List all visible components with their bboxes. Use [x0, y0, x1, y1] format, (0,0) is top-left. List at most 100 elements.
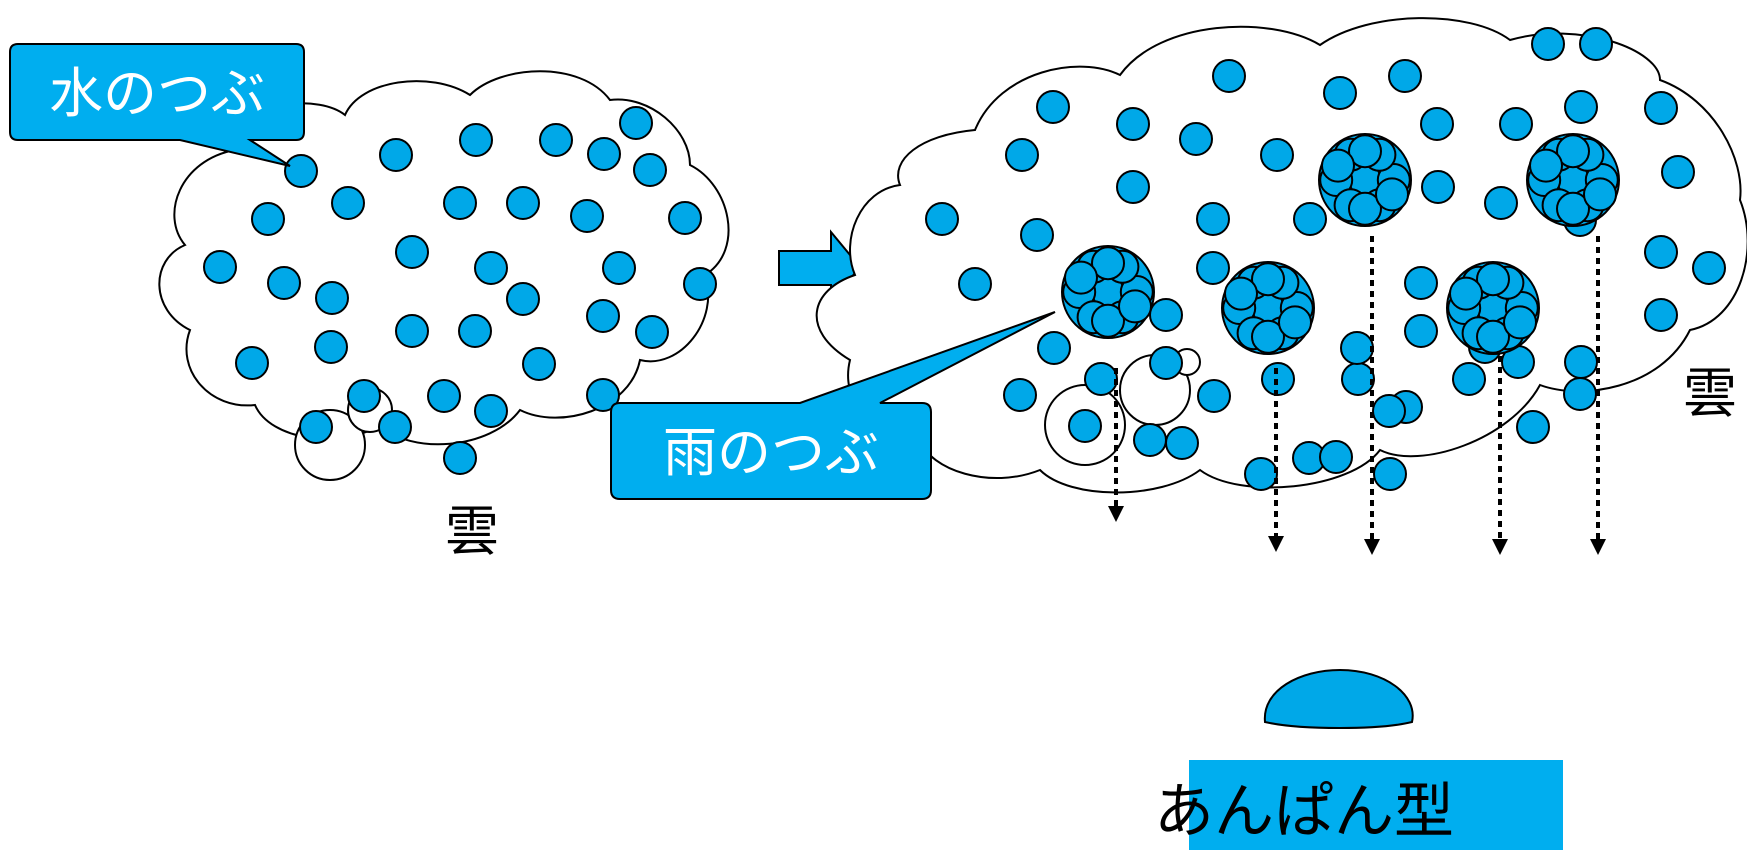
water-droplet	[1476, 262, 1510, 297]
water-droplet	[1321, 148, 1355, 183]
water-droplet	[315, 281, 349, 315]
water-droplet	[331, 186, 365, 220]
water-droplet	[1116, 107, 1150, 141]
water-droplet	[1583, 177, 1617, 212]
water-droplet	[1260, 138, 1294, 172]
water-droplet	[1372, 394, 1406, 428]
water-droplet	[1692, 251, 1726, 285]
water-droplet	[1556, 191, 1590, 226]
water-droplet	[958, 267, 992, 301]
water-droplet	[474, 251, 508, 285]
water-droplet	[1116, 170, 1150, 204]
cloud-label-left: 雲	[445, 500, 499, 563]
water-droplet	[1319, 440, 1353, 474]
water-droplet	[1003, 378, 1037, 412]
water-droplet	[586, 299, 620, 333]
water-droplet	[1516, 410, 1550, 444]
water-droplet	[1036, 90, 1070, 124]
water-droplet	[1149, 298, 1183, 332]
water-droplet	[1452, 362, 1486, 396]
water-droplet	[1005, 138, 1039, 172]
water-droplet	[474, 394, 508, 428]
water-droplet	[1503, 305, 1537, 340]
arrow-head-icon	[1364, 539, 1380, 555]
water-droplet	[1196, 202, 1230, 236]
water-droplet	[1091, 303, 1125, 338]
water-droplet	[1420, 107, 1454, 141]
water-droplet	[1476, 319, 1510, 354]
water-droplet	[1341, 362, 1375, 396]
water-droplet	[1579, 27, 1613, 61]
water-droplet	[1196, 251, 1230, 285]
water-droplet	[506, 282, 540, 316]
water-droplet	[314, 330, 348, 364]
water-droplet	[203, 250, 237, 284]
anpan-drop-shape	[1263, 668, 1414, 729]
water-droplet	[251, 202, 285, 236]
water-droplet	[1251, 319, 1285, 354]
water-droplet	[1564, 90, 1598, 124]
water-droplet	[1564, 345, 1598, 379]
water-droplet	[267, 266, 301, 300]
water-droplet	[347, 379, 381, 413]
water-droplet	[668, 201, 702, 235]
arrow-head-icon	[1108, 506, 1124, 522]
water-droplet	[1388, 59, 1422, 93]
water-droplet	[1133, 423, 1167, 457]
water-droplet	[683, 267, 717, 301]
water-droplet	[1224, 276, 1258, 311]
water-droplet	[1323, 76, 1357, 110]
water-droplet	[1118, 289, 1152, 324]
water-droplet	[570, 199, 604, 233]
water-droplet	[635, 315, 669, 349]
water-droplet	[522, 347, 556, 381]
raindrop-label: 雨のつぶ	[663, 421, 879, 484]
water-droplet	[1499, 107, 1533, 141]
left-cloud-droplets	[203, 106, 717, 475]
water-droplet	[1340, 331, 1374, 365]
water-droplet	[443, 441, 477, 475]
water-droplet	[1529, 148, 1563, 183]
water-droplet	[1037, 331, 1071, 365]
water-droplet	[458, 314, 492, 348]
water-droplet	[1084, 362, 1118, 396]
water-droplet	[427, 379, 461, 413]
falling-raindrop-arrows	[1108, 236, 1606, 555]
water-droplet	[1212, 59, 1246, 93]
water-droplet	[378, 410, 412, 444]
water-droplet	[1404, 266, 1438, 300]
water-droplet	[1293, 202, 1327, 236]
water-droplet	[925, 202, 959, 236]
water-droplet	[443, 186, 477, 220]
arrow-head-icon	[1492, 539, 1508, 555]
water-droplet	[633, 153, 667, 187]
water-droplet	[459, 123, 493, 157]
raindrop-callout: 雨のつぶ	[610, 311, 1056, 500]
water-droplet	[1449, 276, 1483, 311]
water-droplet	[587, 137, 621, 171]
water-droplet	[1020, 218, 1054, 252]
water-droplet	[1348, 134, 1382, 169]
water-droplet	[1644, 298, 1678, 332]
water-droplet-label: 水のつぶ	[49, 62, 265, 125]
water-droplet	[586, 378, 620, 412]
water-droplet-callout: 水のつぶ	[9, 43, 305, 167]
water-droplet	[395, 235, 429, 269]
water-droplet	[284, 154, 318, 188]
water-droplet	[1373, 457, 1407, 491]
water-droplet	[1149, 346, 1183, 380]
right-cloud	[815, 17, 1747, 494]
water-droplet	[1421, 170, 1455, 204]
water-droplet	[1244, 457, 1278, 491]
raindrop-clusters	[1061, 133, 1620, 355]
water-droplet	[1251, 262, 1285, 297]
water-droplet	[1644, 91, 1678, 125]
water-droplet	[1179, 122, 1213, 156]
water-droplet	[1531, 27, 1565, 61]
water-droplet	[539, 123, 573, 157]
water-droplet	[506, 186, 540, 220]
water-droplet	[379, 138, 413, 172]
water-droplet	[1644, 235, 1678, 269]
cloud-label-right: 雲	[1683, 362, 1737, 425]
